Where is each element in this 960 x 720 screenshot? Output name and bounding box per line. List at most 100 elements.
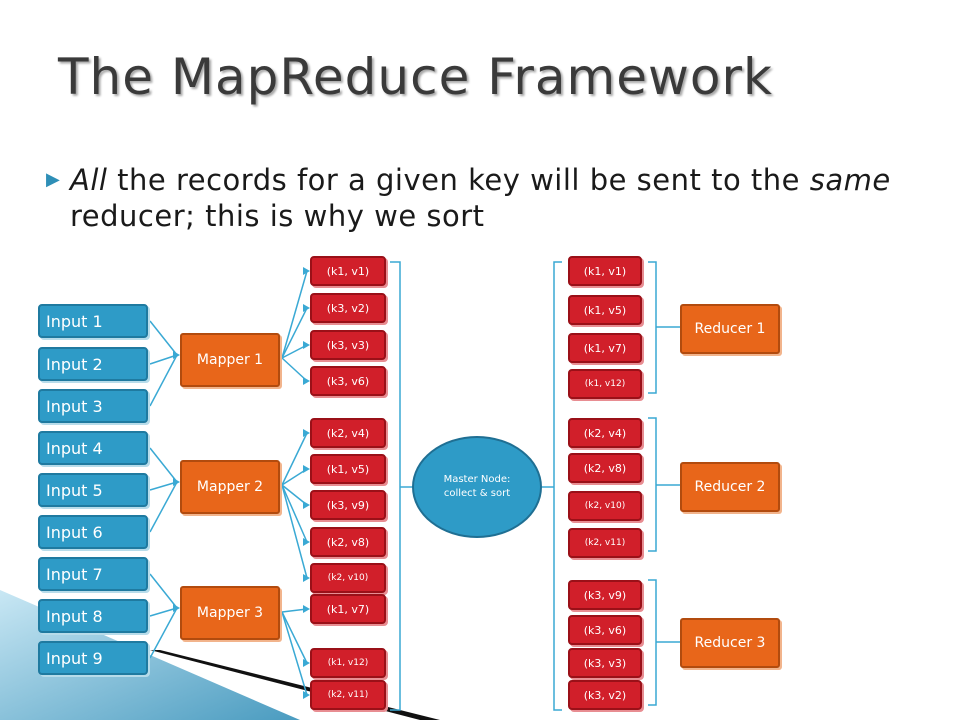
input-label: Input 4 [46,438,103,458]
arrowhead-icon [303,429,310,437]
kv-label: (k2, v8) [583,461,627,475]
sorted-output-8: (k2, v11) [568,528,642,558]
map-output-7: (k3, v9) [310,490,386,520]
master-node-line-1: Master Node: [443,474,511,485]
kv-label: (k2, v4) [583,426,627,440]
input-label: Input 5 [46,480,103,500]
arrowhead-icon [303,605,310,613]
input-label: Input 1 [46,311,103,331]
bullet-word-same: same [809,163,891,197]
arrowhead-icon [303,304,310,312]
bullet-part-3: reducer; this is why we sort [70,199,485,233]
reducer-label: Reducer 1 [694,321,766,337]
input-box-6: Input 6 [38,515,148,549]
input-box-1: Input 1 [38,304,148,338]
input-connector-line [149,320,178,356]
mapper-box-2: Mapper 2 [180,460,280,514]
sorted-output-bracket [553,261,562,711]
map-output-5: (k2, v4) [310,418,386,448]
map-output-bracket [390,261,401,711]
slide-title: The MapReduce Framework [58,48,774,106]
map-output-11: (k1, v12) [310,648,386,678]
reducer-3-bracket [648,579,657,706]
mapper-connector-line [281,484,308,506]
kv-label: (k3, v3) [583,656,627,670]
input-box-8: Input 8 [38,599,148,633]
input-connector-line [149,481,178,491]
kv-label: (k2, v4) [326,426,370,440]
input-label: Input 8 [46,606,103,626]
kv-label: (k2, v11) [584,538,626,548]
reducer-label: Reducer 2 [694,479,766,495]
connector-lines [149,261,680,711]
kv-label: (k1, v12) [584,379,626,389]
mapper-box-1: Mapper 1 [180,333,280,387]
arrowhead-icon [173,351,180,359]
reducer-label: Reducer 3 [694,635,766,651]
bullet-word-key: key [468,163,521,197]
input-box-4: Input 4 [38,431,148,465]
kv-label: (k3, v6) [326,374,370,388]
reducer-1-bracket [648,261,657,394]
input-connector-line [149,607,178,659]
bullet-text: ▶ All the records for a given key will b… [46,162,910,234]
sorted-output-10: (k3, v6) [568,615,642,645]
input-label: Input 3 [46,396,103,416]
mapper-label: Mapper 1 [196,352,264,368]
mapper-connector-line [281,432,308,486]
mapper-box-3: Mapper 3 [180,586,280,640]
input-connector-line [149,447,178,483]
bullet-part-2: will be sent to the [520,163,810,197]
input-label: Input 2 [46,354,103,374]
sorted-output-4: (k1, v12) [568,369,642,399]
kv-label: (k3, v6) [583,623,627,637]
arrowhead-icon [173,604,180,612]
bullet-word-all: All [70,163,108,197]
reducer-2-bracket [648,417,657,552]
input-connector-line [149,607,178,617]
kv-label: (k2, v10) [327,573,369,583]
arrowhead-icon [303,538,310,546]
kv-label: (k1, v7) [326,602,370,616]
master-node-line-2: collect & sort [443,488,511,499]
map-output-6: (k1, v5) [310,454,386,484]
kv-label: (k3, v9) [583,588,627,602]
input-box-2: Input 2 [38,347,148,381]
mapper-connector-line [281,608,308,613]
kv-label: (k1, v5) [583,303,627,317]
kv-label: (k3, v9) [326,498,370,512]
sorted-output-9: (k3, v9) [568,580,642,610]
mapper-connector-line [281,307,308,359]
input-label: Input 6 [46,522,103,542]
input-box-9: Input 9 [38,641,148,675]
mapper-connector-line [281,611,308,664]
mapper-connector-line [281,344,308,359]
input-label: Input 9 [46,648,103,668]
mapper-connector-line [281,357,308,382]
kv-label: (k1, v7) [583,341,627,355]
arrowhead-icon [303,377,310,385]
kv-label: (k2, v10) [584,501,626,511]
mapper-label: Mapper 3 [196,605,264,621]
master-node: Master Node: collect & sort [412,436,542,538]
reducer-box-2: Reducer 2 [680,462,780,512]
arrowhead-icon [303,267,310,275]
bullet-arrow-icon: ▶ [46,169,61,190]
mapper-connector-line [281,484,308,543]
arrowhead-icon [303,501,310,509]
reducer-box-1: Reducer 1 [680,304,780,354]
map-output-12: (k2, v11) [310,680,386,710]
sorted-output-5: (k2, v4) [568,418,642,448]
kv-label: (k3, v2) [326,301,370,315]
kv-label: (k2, v8) [326,535,370,549]
arrowhead-icon [303,659,310,667]
map-output-9: (k2, v10) [310,563,386,593]
arrowhead-icon [303,341,310,349]
arrowhead-icon [303,691,310,699]
sorted-output-1: (k1, v1) [568,256,642,286]
input-connector-line [149,354,178,407]
bullet-part-1: the records for a given [107,163,469,197]
map-output-8: (k2, v8) [310,527,386,557]
kv-label: (k3, v2) [583,688,627,702]
kv-label: (k1, v1) [583,264,627,278]
